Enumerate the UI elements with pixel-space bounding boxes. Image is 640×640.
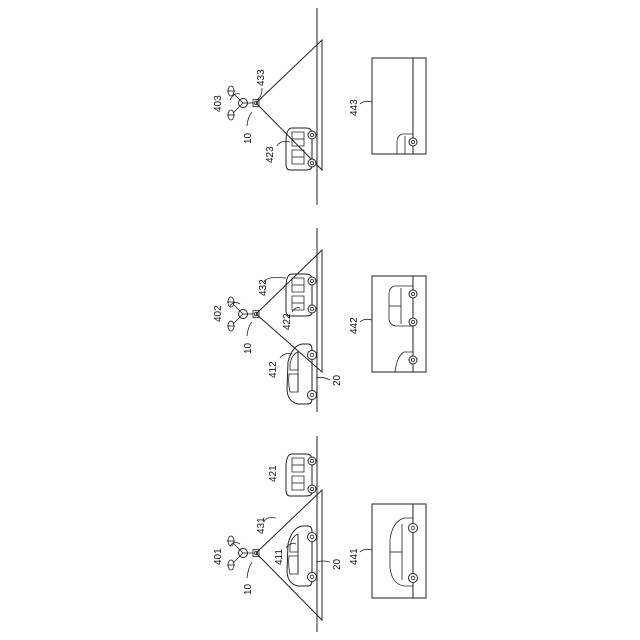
label-403: 403 xyxy=(213,95,224,112)
vehicle-412 xyxy=(287,344,317,404)
panel-403: 403 10 433 423 443 xyxy=(213,8,426,205)
label-411: 411 xyxy=(274,549,285,565)
label-10-mid: 10 xyxy=(243,342,254,354)
label-20-bot: 20 xyxy=(332,558,343,570)
label-20-mid: 20 xyxy=(332,374,343,386)
label-432: 432 xyxy=(258,279,269,296)
vehicle-411 xyxy=(287,526,317,586)
label-433: 433 xyxy=(256,69,267,86)
drone-403 xyxy=(227,86,259,120)
display-screen-443 xyxy=(372,58,426,154)
label-423: 423 xyxy=(265,146,276,163)
label-442: 442 xyxy=(349,317,360,334)
drone-401 xyxy=(227,536,259,570)
label-441: 441 xyxy=(349,548,360,565)
label-10-top: 10 xyxy=(243,132,254,144)
label-421: 421 xyxy=(268,465,279,482)
label-422: 422 xyxy=(282,313,293,330)
label-401: 401 xyxy=(213,548,224,565)
drone-402 xyxy=(227,297,259,331)
label-443: 443 xyxy=(349,99,360,116)
label-402: 402 xyxy=(213,305,224,322)
vehicle-421 xyxy=(286,454,316,496)
label-10-bot: 10 xyxy=(243,583,254,595)
panel-402: 402 10 432 422 412 20 442 xyxy=(213,228,426,412)
label-412: 412 xyxy=(268,361,279,378)
panel-401: 401 10 431 421 411 20 441 xyxy=(213,436,426,632)
